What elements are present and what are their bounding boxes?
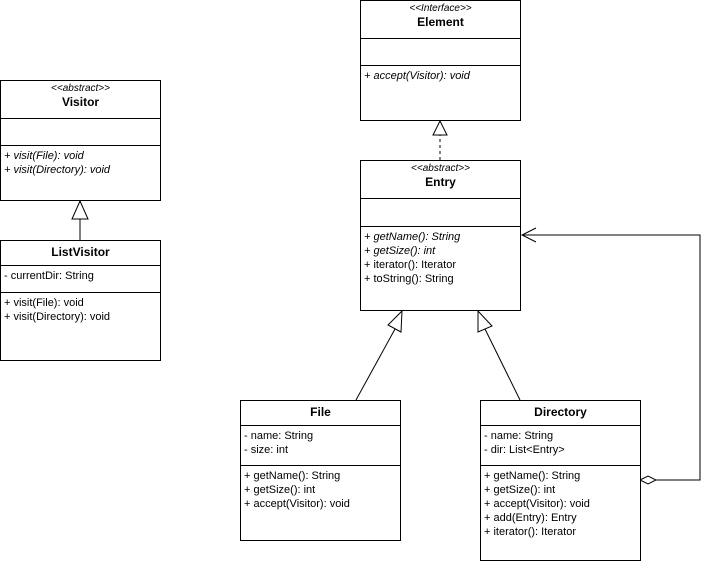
methods-section: + getName(): String + getSize(): int + a…	[241, 466, 400, 514]
class-header: File	[241, 401, 400, 426]
method: + add(Entry): Entry	[484, 512, 577, 524]
class-element[interactable]: <<Interface>> Element + accept(Visitor):…	[360, 0, 521, 121]
class-header: ListVisitor	[1, 241, 160, 266]
attributes-section	[361, 39, 520, 66]
class-header: Directory	[481, 401, 640, 426]
stereotype-label: <<Interface>>	[409, 3, 472, 14]
method: + getName(): String	[364, 231, 461, 243]
method: + iterator(): Iterator	[364, 259, 457, 271]
aggregation-open-arrow	[520, 227, 537, 243]
aggregation-directory-entry	[522, 234, 701, 481]
aggregation-diamond	[638, 475, 658, 485]
attribute: - size: int	[244, 444, 289, 456]
method: + visit(Directory): void	[4, 311, 111, 323]
attribute: - name: String	[484, 430, 554, 442]
attribute: - currentDir: String	[4, 270, 94, 282]
method: + visit(Directory): void	[4, 164, 111, 176]
stereotype-label: <<abstract>>	[51, 83, 110, 94]
stereotype-label: <<abstract>>	[411, 163, 470, 174]
class-name: File	[310, 405, 331, 419]
method: + getSize(): int	[484, 484, 556, 496]
method: + getName(): String	[244, 470, 341, 482]
class-entry[interactable]: <<abstract>> Entry + getName(): String +…	[360, 160, 521, 311]
methods-section: + accept(Visitor): void	[361, 66, 520, 86]
class-visitor[interactable]: <<abstract>> Visitor + visit(File): void…	[0, 80, 161, 201]
class-name: Directory	[534, 405, 587, 419]
class-name: ListVisitor	[51, 245, 110, 259]
method: + getSize(): int	[244, 484, 316, 496]
attributes-section	[1, 119, 160, 146]
class-name: Entry	[425, 175, 456, 189]
attributes-section: - currentDir: String	[1, 266, 160, 293]
method: + accept(Visitor): void	[364, 70, 470, 82]
method: + visit(File): void	[4, 297, 84, 309]
attribute: - name: String	[244, 430, 314, 442]
attributes-section	[361, 199, 520, 227]
method: + accept(Visitor): void	[244, 498, 350, 510]
class-directory[interactable]: Directory - name: String - dir: List<Ent…	[480, 400, 641, 561]
class-listvisitor[interactable]: ListVisitor - currentDir: String + visit…	[0, 240, 161, 361]
generalization-directory-entry	[484, 328, 521, 401]
generalization-arrowhead	[477, 309, 493, 333]
generalization-arrowhead	[387, 309, 403, 333]
attributes-section: - name: String - size: int	[241, 426, 400, 466]
method: + accept(Visitor): void	[484, 498, 590, 510]
class-header: <<Interface>> Element	[361, 1, 520, 39]
methods-section: + visit(File): void + visit(Directory): …	[1, 146, 160, 180]
class-name: Element	[417, 15, 464, 29]
methods-section: + visit(File): void + visit(Directory): …	[1, 293, 160, 327]
method: + toString(): String	[364, 273, 454, 285]
methods-section: + getName(): String + getSize(): int + i…	[361, 227, 520, 289]
methods-section: + getName(): String + getSize(): int + a…	[481, 466, 640, 542]
method: + getSize(): int	[364, 245, 436, 257]
class-header: <<abstract>> Visitor	[1, 81, 160, 119]
class-header: <<abstract>> Entry	[361, 161, 520, 199]
method: + iterator(): Iterator	[484, 526, 577, 538]
generalization-arrowhead	[71, 199, 89, 220]
realization-arrowhead	[432, 119, 448, 136]
attribute: - dir: List<Entry>	[484, 444, 565, 456]
attributes-section: - name: String - dir: List<Entry>	[481, 426, 640, 466]
class-name: Visitor	[61, 95, 100, 109]
method: + getName(): String	[484, 470, 581, 482]
class-file[interactable]: File - name: String - size: int + getNam…	[240, 400, 401, 541]
method: + visit(File): void	[4, 150, 84, 162]
generalization-file-entry	[355, 328, 396, 401]
